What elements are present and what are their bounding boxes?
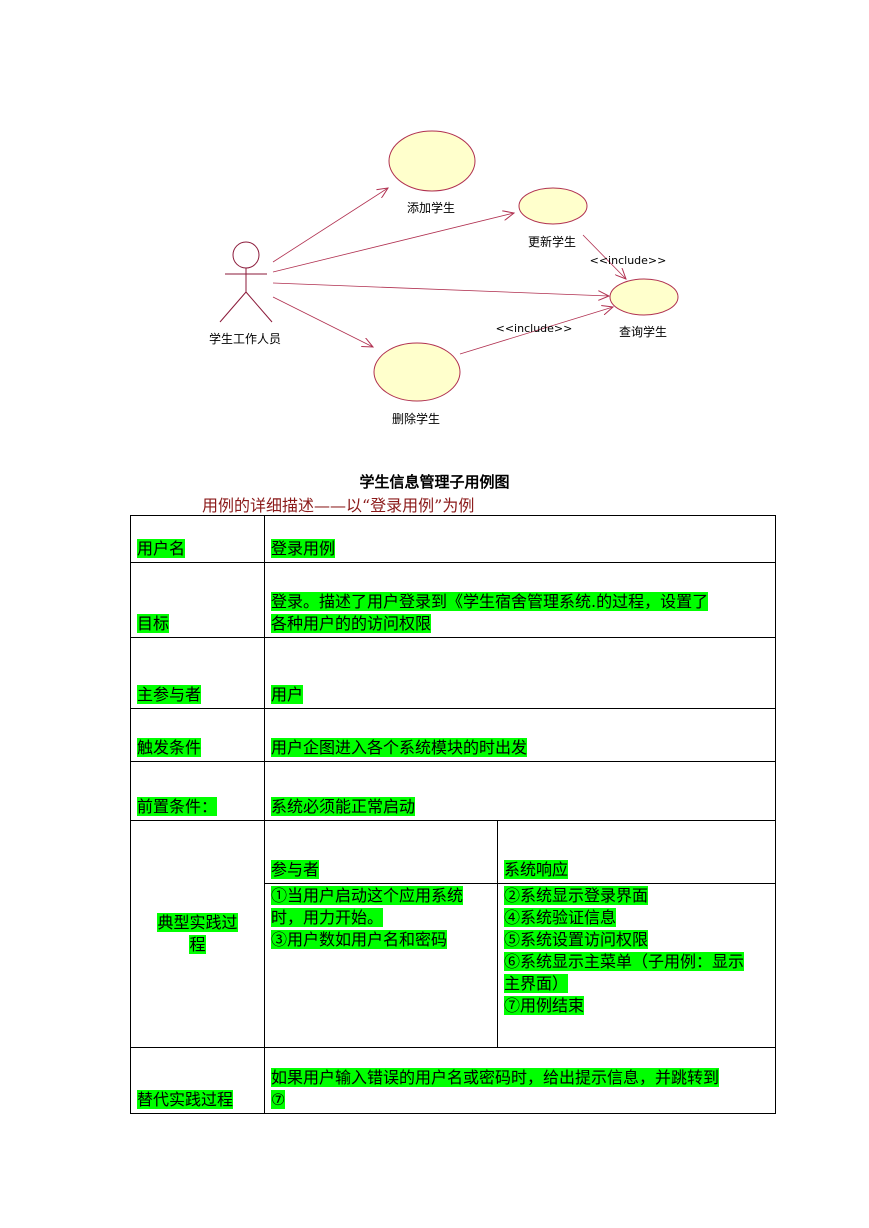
alternative-process-row: 替代实践过程 如果用户输入错误的用户名或密码时，给出提示信息，并跳转到 ⑦ xyxy=(130,1047,776,1114)
table-row: 目标 登录。描述了用户登录到《学生宿舍管理系统.的过程，设置了 各种用户的的访问… xyxy=(130,562,776,638)
actor-step: ③用户数如用户名和密码 xyxy=(271,930,448,949)
table-row: 前置条件： 系统必须能正常启动 xyxy=(130,761,776,821)
include-label-update: <<include>> xyxy=(590,254,667,267)
system-step: ⑤系统设置访问权限 xyxy=(504,930,649,949)
use-case-add-label: 添加学生 xyxy=(407,200,455,215)
row-label-cell: 用户名 xyxy=(130,515,265,563)
actor-label: 学生工作人员 xyxy=(209,331,281,346)
typical-process-label-line: 程 xyxy=(189,935,206,954)
actor-figure xyxy=(219,241,273,323)
include-arrow-delete xyxy=(459,307,613,355)
row-label: 用户名 xyxy=(137,539,186,558)
system-step: ⑥系统显示主菜单（子用例：显示 xyxy=(504,952,745,971)
row-value-cell: 用户企图进入各个系统模块的时出发 xyxy=(264,708,776,762)
actor-step: ①当用户启动这个应用系统 xyxy=(271,886,464,905)
system-step: ⑦用例结束 xyxy=(504,996,585,1015)
use-case-add-ellipse xyxy=(388,130,476,192)
typical-process-header-row: 典型实践过 程 参与者 系统响应 xyxy=(130,820,776,1048)
arrow-to-update xyxy=(272,213,514,273)
row-label-cell: 主参与者 xyxy=(130,637,265,709)
actor-steps-cell: ①当用户启动这个应用系统 时，用力开始。 ③用户数如用户名和密码 xyxy=(264,883,498,1048)
system-header: 系统响应 xyxy=(504,860,569,879)
table-row: 触发条件 用户企图进入各个系统模块的时出发 xyxy=(130,708,776,762)
row-value-line: 各种用户的的访问权限 xyxy=(271,614,432,633)
actor-header-cell: 参与者 xyxy=(264,820,498,884)
typical-process-label-line: 典型实践过 xyxy=(157,913,238,932)
table-row: 用户名 登录用例 xyxy=(130,515,776,563)
typical-process-steps-row: ①当用户启动这个应用系统 时，用力开始。 ③用户数如用户名和密码 ②系统显示登录… xyxy=(131,883,776,1048)
row-label-cell: 替代实践过程 xyxy=(130,1047,265,1114)
row-label-cell: 目标 xyxy=(130,562,265,638)
arrow-to-add xyxy=(272,188,388,263)
row-value: 用户企图进入各个系统模块的时出发 xyxy=(271,738,528,757)
section-subtitle: 用例的详细描述——以“登录用例”为例 xyxy=(202,496,475,515)
use-case-update-ellipse xyxy=(518,187,588,225)
row-label-cell: 前置条件： xyxy=(130,761,265,821)
use-case-query-label: 查询学生 xyxy=(619,324,667,339)
include-arrow-update xyxy=(582,234,626,279)
use-case-delete-label: 删除学生 xyxy=(392,411,440,426)
row-label: 触发条件 xyxy=(137,738,202,757)
actor-step: 时，用力开始。 xyxy=(271,908,384,927)
alternative-process-label: 替代实践过程 xyxy=(137,1090,234,1109)
row-label: 目标 xyxy=(137,614,170,633)
association-arrows xyxy=(272,188,626,355)
row-value-cell: 如果用户输入错误的用户名或密码时，给出提示信息，并跳转到 ⑦ xyxy=(264,1047,776,1114)
row-value-cell: 登录。描述了用户登录到《学生宿舍管理系统.的过程，设置了 各种用户的的访问权限 xyxy=(264,562,776,638)
include-label-delete: <<include>> xyxy=(496,322,573,335)
system-step: ②系统显示登录界面 xyxy=(504,886,649,905)
system-header-cell: 系统响应 xyxy=(497,820,776,884)
system-steps-cell: ②系统显示登录界面 ④系统验证信息 ⑤系统设置访问权限 ⑥系统显示主菜单（子用例… xyxy=(497,883,776,1048)
table-row: 主参与者 用户 xyxy=(130,637,776,709)
arrow-to-query xyxy=(272,282,609,296)
use-case-delete-ellipse xyxy=(373,342,461,402)
row-label: 前置条件： xyxy=(137,797,218,816)
alternative-process-line: ⑦ xyxy=(271,1090,286,1109)
system-step: ④系统验证信息 xyxy=(504,908,617,927)
alternative-process-line: 如果用户输入错误的用户名或密码时，给出提示信息，并跳转到 xyxy=(271,1068,720,1087)
row-value-cell: 用户 xyxy=(264,637,776,709)
row-value-line: 登录。描述了用户登录到《学生宿舍管理系统.的过程，设置了 xyxy=(271,592,709,611)
row-value-cell: 登录用例 xyxy=(264,515,776,563)
use-case-query-ellipse xyxy=(609,278,679,316)
use-case-diagram: 学生工作人员 添加学生 更新学生 查询学生 删除学生 <<include>> <… xyxy=(209,130,679,426)
actor-header: 参与者 xyxy=(271,860,320,879)
use-case-update-label: 更新学生 xyxy=(528,234,576,249)
row-label-cell: 触发条件 xyxy=(130,708,265,762)
typical-process-label-cell: 典型实践过 程 xyxy=(130,820,265,1048)
system-step: 主界面） xyxy=(504,974,569,993)
row-value: 登录用例 xyxy=(271,539,336,558)
row-value: 系统必须能正常启动 xyxy=(271,797,416,816)
row-value-cell: 系统必须能正常启动 xyxy=(264,761,776,821)
diagram-caption: 学生信息管理子用例图 xyxy=(359,473,510,491)
row-label: 主参与者 xyxy=(137,685,202,704)
use-case-description-table: 用户名 登录用例 目标 登录。描述了用户登录到《学生宿舍管理系统.的过程，设置了… xyxy=(130,515,776,1114)
row-value: 用户 xyxy=(271,685,304,704)
arrow-to-delete xyxy=(272,296,373,347)
